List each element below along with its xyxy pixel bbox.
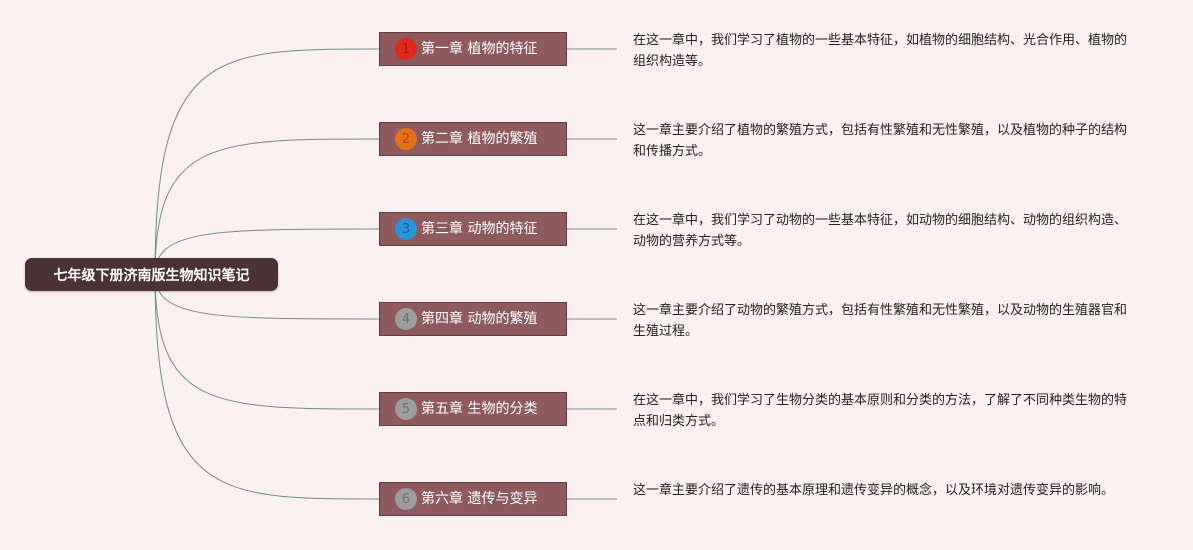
chapter-1-number-badge: 1 <box>395 38 417 60</box>
chapter-4-node[interactable]: 4 第四章 动物的繁殖 <box>379 302 567 336</box>
chapter-1-node[interactable]: 1 第一章 植物的特征 <box>379 32 567 66</box>
chapter-1-label: 第一章 植物的特征 <box>421 41 538 57</box>
chapter-5-description: 在这一章中，我们学习了生物分类的基本原则和分类的方法，了解了不同种类生物的特点和… <box>633 393 1128 429</box>
chapter-6-number-badge: 6 <box>395 488 417 510</box>
chapter-4-number-badge: 4 <box>395 308 417 330</box>
chapter-1-description: 在这一章中，我们学习了植物的一些基本特征，如植物的细胞结构、光合作用、植物的组织… <box>633 33 1128 69</box>
root-topic[interactable]: 七年级下册济南版生物知识笔记 <box>25 258 278 291</box>
chapter-2-description: 这一章主要介绍了植物的繁殖方式，包括有性繁殖和无性繁殖，以及植物的种子的结构和传… <box>633 123 1128 159</box>
chapter-3-label: 第三章 动物的特征 <box>421 221 538 237</box>
connector-root-chapter-5 <box>154 274 380 410</box>
chapter-3-description: 在这一章中，我们学习了动物的一些基本特征，如动物的细胞结构、动物的组织构造、动物… <box>633 213 1128 249</box>
chapter-4-label: 第四章 动物的繁殖 <box>421 311 538 327</box>
chapter-3-number-badge: 3 <box>395 218 417 240</box>
connector-root-chapter-6 <box>154 274 380 500</box>
root-topic-label: 七年级下册济南版生物知识笔记 <box>53 267 250 284</box>
chapter-5-node[interactable]: 5 第五章 生物的分类 <box>379 392 567 426</box>
chapter-2-node[interactable]: 2 第二章 植物的繁殖 <box>379 122 567 156</box>
chapter-5-number-badge: 5 <box>395 398 417 420</box>
connector-root-chapter-1 <box>154 48 380 275</box>
chapter-6-node[interactable]: 6 第六章 遗传与变异 <box>379 482 567 516</box>
chapter-5-label: 第五章 生物的分类 <box>421 401 538 417</box>
connector-root-chapter-2 <box>154 138 380 275</box>
chapter-3-node[interactable]: 3 第三章 动物的特征 <box>379 212 567 246</box>
chapter-2-number-badge: 2 <box>395 128 417 150</box>
chapter-4-description: 这一章主要介绍了动物的繁殖方式，包括有性繁殖和无性繁殖，以及动物的生殖器官和生殖… <box>633 303 1128 339</box>
chapter-6-label: 第六章 遗传与变异 <box>421 491 538 507</box>
chapter-6-description: 这一章主要介绍了遗传的基本原理和遗传变异的概念，以及环境对遗传变异的影响。 <box>633 483 1115 498</box>
chapter-2-label: 第二章 植物的繁殖 <box>421 131 538 147</box>
